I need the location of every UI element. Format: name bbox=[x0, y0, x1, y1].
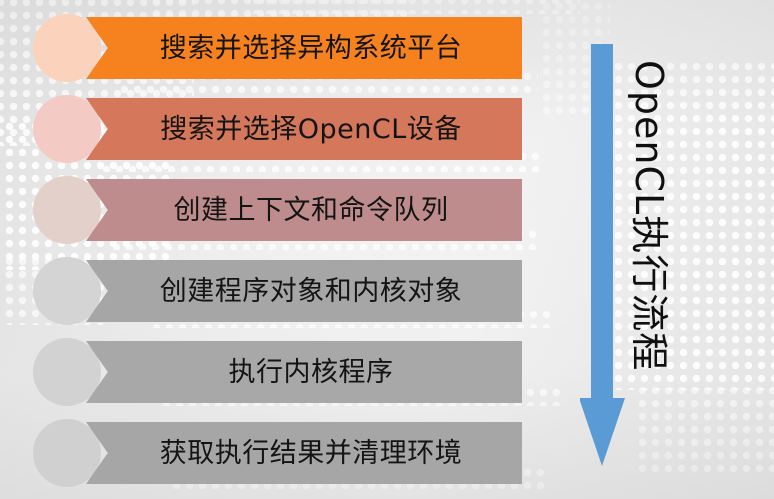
step-bar[interactable]: 搜索并选择异构系统平台 bbox=[86, 17, 522, 79]
flow-title-text: OpenCL执行流程 bbox=[627, 60, 671, 372]
arrow-down-icon bbox=[580, 44, 625, 466]
step-bar[interactable]: 搜索并选择OpenCL设备 bbox=[86, 98, 522, 160]
step-bar[interactable]: 创建程序对象和内核对象 bbox=[86, 260, 522, 322]
step-bullet-circle bbox=[33, 14, 101, 82]
step-label: 搜索并选择OpenCL设备 bbox=[160, 113, 462, 145]
step-bar[interactable]: 获取执行结果并清理环境 bbox=[86, 422, 522, 484]
process-step-row[interactable]: 创建上下文和命令队列 bbox=[0, 176, 560, 244]
step-label: 创建上下文和命令队列 bbox=[173, 194, 449, 226]
process-step-row[interactable]: 获取执行结果并清理环境 bbox=[0, 419, 560, 487]
flow-title: OpenCL执行流程 bbox=[627, 60, 750, 460]
process-step-row[interactable]: 执行内核程序 bbox=[0, 338, 560, 406]
process-step-list: 搜索并选择异构系统平台 搜索并选择OpenCL设备 创建上下文和命令队列 创建程… bbox=[0, 14, 560, 487]
step-bullet-circle bbox=[33, 419, 101, 487]
step-bullet-circle bbox=[33, 257, 101, 325]
step-label: 执行内核程序 bbox=[228, 356, 394, 388]
step-bar[interactable]: 执行内核程序 bbox=[86, 341, 522, 403]
step-label: 获取执行结果并清理环境 bbox=[159, 437, 463, 469]
process-step-row[interactable]: 搜索并选择异构系统平台 bbox=[0, 14, 560, 82]
step-bullet-circle bbox=[33, 95, 101, 163]
process-step-row[interactable]: 创建程序对象和内核对象 bbox=[0, 257, 560, 325]
step-bar[interactable]: 创建上下文和命令队列 bbox=[86, 179, 522, 241]
step-bullet-circle bbox=[33, 176, 101, 244]
step-label: 搜索并选择异构系统平台 bbox=[159, 32, 463, 64]
step-bullet-circle bbox=[33, 338, 101, 406]
step-label: 创建程序对象和内核对象 bbox=[159, 275, 463, 307]
process-step-row[interactable]: 搜索并选择OpenCL设备 bbox=[0, 95, 560, 163]
